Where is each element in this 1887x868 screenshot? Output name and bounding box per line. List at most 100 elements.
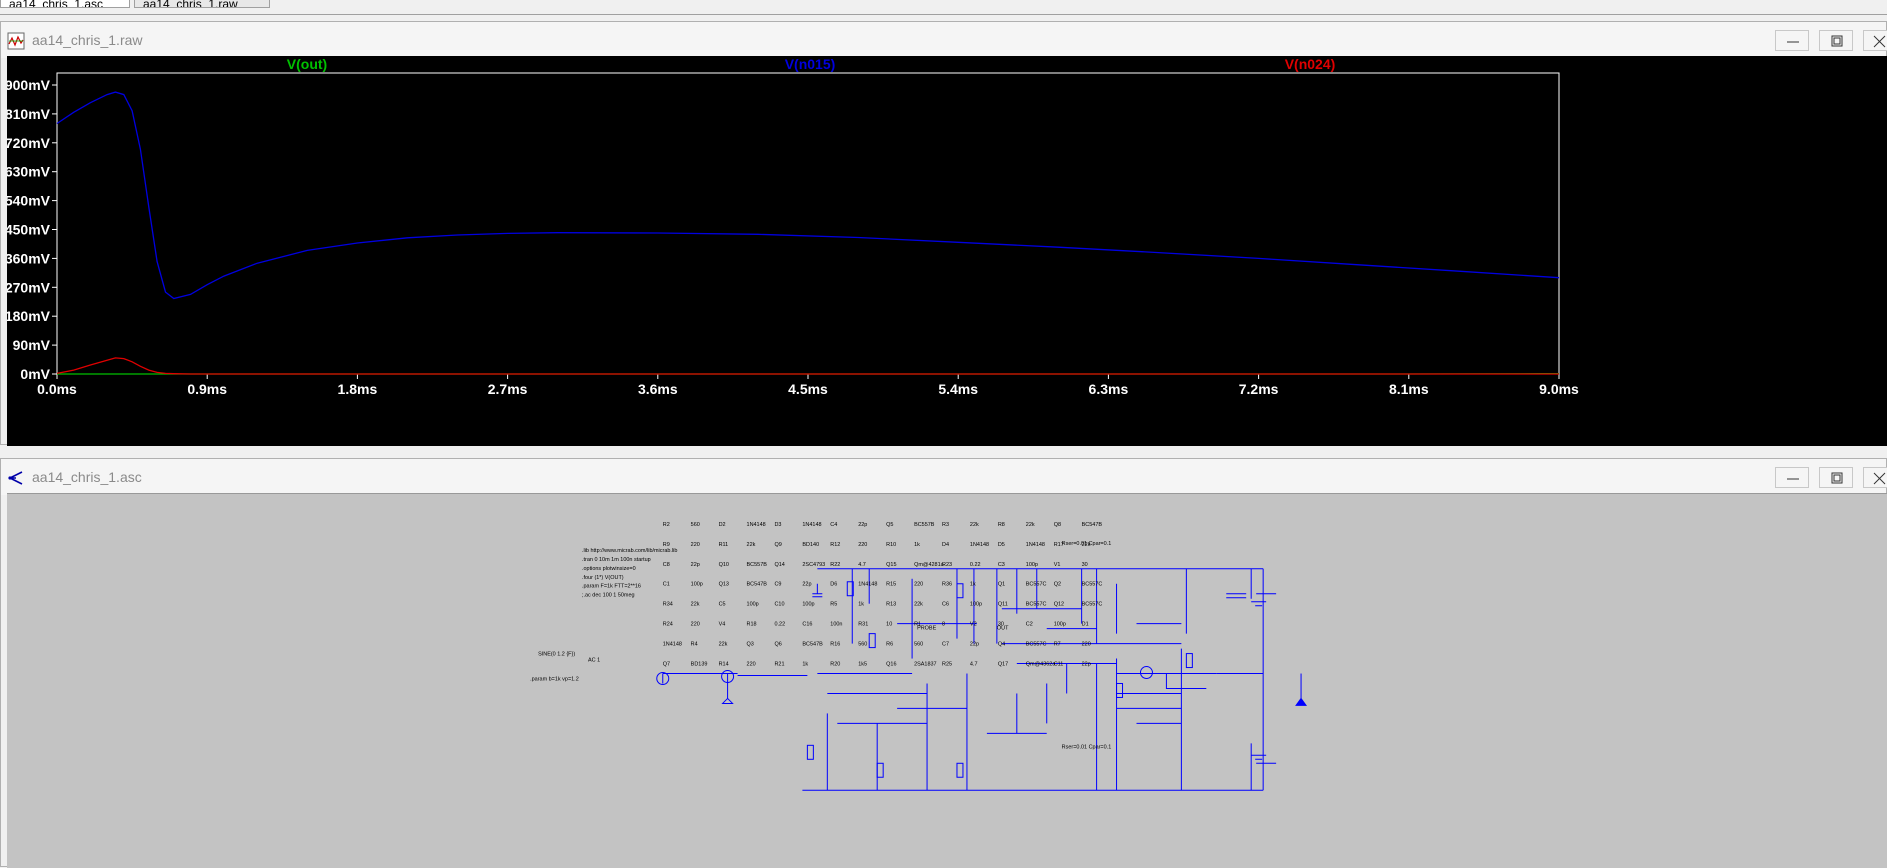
x-tick-label: 0.9ms	[187, 381, 227, 397]
y-tick-label: 180mV	[7, 308, 51, 324]
component-label: 22p	[858, 522, 867, 528]
component-label: BC557C	[1026, 642, 1047, 648]
component-label: 22p	[970, 642, 979, 648]
capacitor-c1	[1226, 594, 1246, 598]
component-label: 1k5	[858, 662, 867, 668]
battery-v2	[1251, 755, 1266, 759]
x-tick-label: 3.6ms	[638, 381, 678, 397]
tab-schematic[interactable]: aa14_chris_1.asc	[0, 0, 130, 8]
component-label: Q13	[719, 582, 729, 588]
component-label: R16	[830, 642, 840, 648]
spice-directive[interactable]: .param F=1k FTT=2**16	[582, 584, 641, 590]
component-label: 100n	[830, 622, 842, 628]
y-tick-label: 630mV	[7, 164, 51, 180]
component-label: C2	[1026, 622, 1033, 628]
param-directive[interactable]: .param b=1k vp=1.2	[530, 677, 579, 683]
y-tick-label: 810mV	[7, 106, 51, 122]
component-label: R34	[663, 602, 673, 608]
component-label: Q5	[886, 522, 893, 528]
component-label: 10	[886, 622, 892, 628]
component-label: D6	[830, 582, 837, 588]
component-label: R15	[886, 582, 896, 588]
schematic-icon	[7, 469, 25, 487]
resistor-r6	[877, 763, 883, 777]
resistor-r9	[957, 584, 963, 598]
component-label: D2	[719, 522, 726, 528]
component-label: BC557C	[1082, 602, 1103, 608]
x-tick-label: 6.3ms	[1089, 381, 1129, 397]
minimize-button[interactable]	[1775, 467, 1809, 488]
component-label: Q11	[998, 602, 1008, 608]
spice-directive[interactable]: .lib http://www.micrab.com/lib/micrab.li…	[582, 548, 677, 554]
component-label: C1	[663, 582, 670, 588]
close-button[interactable]	[1863, 30, 1887, 51]
source-label: SINE(0 1.2 {F})	[538, 652, 575, 658]
component-label: 220	[914, 582, 923, 588]
component-label: 1N4148	[1026, 542, 1045, 548]
component-label: R17	[1054, 542, 1064, 548]
component-label: Q12	[1054, 602, 1064, 608]
component-label: C3	[998, 562, 1005, 568]
component-label: 30	[998, 622, 1004, 628]
component-label: R22	[830, 562, 840, 568]
spice-directive[interactable]: .four (1*) V(OUT)	[582, 575, 624, 581]
legend-vout[interactable]: V(out)	[287, 56, 327, 72]
component-label: C7	[942, 642, 949, 648]
component-label: 1N4148	[663, 642, 682, 648]
maximize-button[interactable]	[1819, 30, 1853, 51]
component-label: 22k	[719, 642, 728, 648]
component-label: R2	[663, 522, 670, 528]
component-label: R5	[830, 602, 837, 608]
component-label: 1k	[858, 602, 864, 608]
component-label: Q8	[1054, 522, 1061, 528]
component-label: R36	[942, 582, 952, 588]
spice-directive[interactable]: .options plotwinsize=0	[582, 566, 636, 572]
waveform-titlebar[interactable]: aa14_chris_1.raw	[1, 22, 1886, 58]
component-label: R10	[886, 542, 896, 548]
schematic-window: aa14_chris_1.asc	[0, 458, 1887, 867]
component-label: 22p	[802, 582, 811, 588]
spice-directive[interactable]: .tran 0 10m 1m 100n startup	[582, 557, 651, 563]
ground-symbol	[1296, 698, 1306, 705]
document-tab-bar: aa14_chris_1.asc aa14_chris_1.raw	[0, 0, 1887, 15]
schematic-canvas[interactable]: .lib http://www.micrab.com/lib/micrab.li…	[7, 493, 1887, 868]
y-tick-label: 900mV	[7, 77, 51, 93]
close-button[interactable]	[1863, 467, 1887, 488]
component-label: Q17	[998, 662, 1008, 668]
component-label: D4	[942, 542, 949, 548]
legend-vn015[interactable]: V(n015)	[785, 56, 836, 72]
waveform-plot[interactable]: V(out)V(n015)V(n024) 0mV90mV180mV270mV36…	[7, 56, 1887, 446]
component-label: Q2	[1054, 582, 1061, 588]
component-label: V4	[719, 622, 726, 628]
battery-v1	[1251, 602, 1266, 606]
component-label: R18	[747, 622, 757, 628]
component-label: 22k	[970, 522, 979, 528]
component-label: R20	[830, 662, 840, 668]
waveform-window-title: aa14_chris_1.raw	[32, 32, 143, 48]
schematic-titlebar[interactable]: aa14_chris_1.asc	[1, 459, 1886, 495]
y-tick-label: 540mV	[7, 193, 51, 209]
component-label: C5	[719, 602, 726, 608]
component-label: Q14	[774, 562, 784, 568]
voltage-source-probe	[1140, 667, 1152, 679]
component-label: R3	[942, 522, 949, 528]
legend-vn024[interactable]: V(n024)	[1285, 56, 1336, 72]
component-label: D5	[998, 542, 1005, 548]
spice-directive[interactable]: ;.ac dec 100 1 50meg	[582, 593, 635, 599]
component-label: R24	[663, 622, 673, 628]
component-label: R9	[663, 542, 670, 548]
component-label: Q10	[719, 562, 729, 568]
minimize-icon	[1776, 468, 1810, 489]
component-label: R4	[691, 642, 698, 648]
component-label: D1	[1082, 622, 1089, 628]
source-ac-label: AC 1	[588, 658, 600, 664]
component-label: BC557C	[1026, 602, 1047, 608]
minimize-button[interactable]	[1775, 30, 1809, 51]
component-label: C4	[830, 522, 837, 528]
waveform-icon	[7, 32, 25, 50]
component-label: Q16	[886, 662, 896, 668]
component-label: R8	[998, 522, 1005, 528]
maximize-button[interactable]	[1819, 467, 1853, 488]
component-label: D3	[774, 522, 781, 528]
tab-waveform[interactable]: aa14_chris_1.raw	[134, 0, 270, 8]
